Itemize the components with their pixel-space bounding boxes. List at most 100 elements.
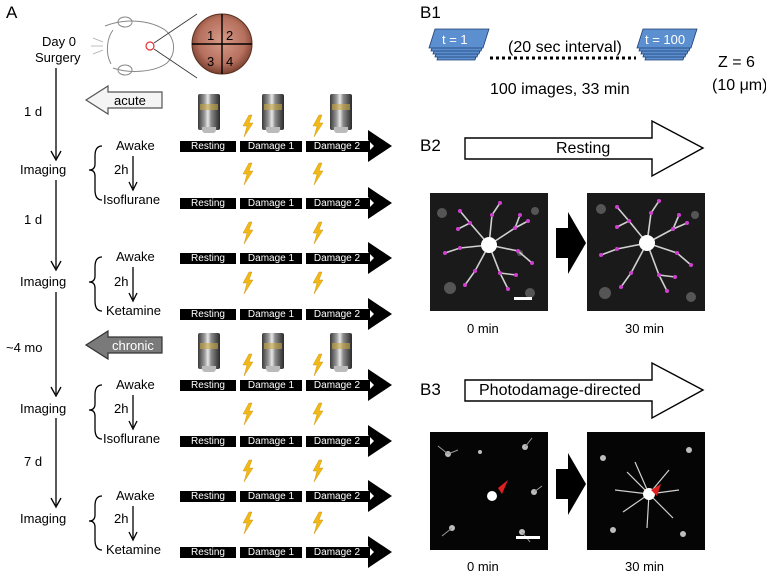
panel-label-a: A — [6, 3, 18, 22]
segment-damage1: Damage 1 — [247, 547, 295, 558]
ketamine-label-2: Ketamine — [106, 542, 161, 557]
two-h-label-1: 2h — [114, 162, 129, 177]
segment-damage2: Damage 2 — [313, 141, 361, 152]
quadrant-4: 4 — [226, 54, 234, 69]
imaging-label-1: Imaging — [20, 162, 67, 177]
protocol-bar: Resting Damage 1 Damage 2 — [180, 198, 370, 209]
quadrant-2: 2 — [226, 28, 234, 43]
protocol-bar: Resting Damage 1 Damage 2 — [180, 436, 370, 447]
mouse-head-illustration — [91, 13, 198, 79]
b2-transition-arrow — [556, 212, 586, 274]
segment-resting: Resting — [191, 253, 225, 264]
segment-resting: Resting — [191, 491, 225, 502]
segment-damage1: Damage 1 — [247, 141, 295, 152]
segment-damage2: Damage 2 — [313, 380, 361, 391]
photodamage-image-0min — [430, 432, 548, 550]
microglia-image-30min — [587, 193, 705, 311]
stack-last-label: t = 100 — [645, 32, 686, 47]
interval-1d-second: 1 d — [24, 212, 43, 227]
b3-arrow-label: Photodamage-directed — [479, 382, 641, 399]
objective-lens-icon — [198, 94, 220, 133]
segment-damage1: Damage 1 — [247, 309, 295, 320]
segment-damage1: Damage 1 — [247, 436, 295, 447]
imaging-label-4: Imaging — [20, 511, 67, 526]
awake-label-3: Awake — [116, 377, 155, 392]
b1-z-spacing: (10 μm) — [712, 77, 766, 94]
interval-1d-first: 1 d — [24, 104, 43, 119]
segment-resting: Resting — [191, 436, 225, 447]
protocol-bar: Resting Damage 1 Damage 2 — [180, 309, 370, 320]
objective-lens-icon — [330, 94, 352, 133]
segment-resting: Resting — [191, 309, 225, 320]
b2-time-start: 0 min — [467, 321, 499, 336]
image-stack-first — [428, 28, 490, 61]
cranial-window-icon — [191, 13, 253, 75]
surgery-label: Surgery — [35, 50, 81, 65]
protocol-bar: Resting Damage 1 Damage 2 — [180, 491, 370, 502]
segment-resting: Resting — [191, 380, 225, 391]
segment-damage2: Damage 2 — [313, 309, 361, 320]
chronic-arrow — [84, 329, 163, 361]
b3-time-end: 30 min — [625, 559, 665, 574]
segment-damage2: Damage 2 — [313, 436, 361, 447]
segment-resting: Resting — [191, 141, 225, 152]
segment-damage2: Damage 2 — [313, 253, 361, 264]
b1-image-count: 100 images, 33 min — [490, 81, 630, 98]
isoflurane-label-1: Isoflurane — [103, 192, 161, 207]
b2-time-end: 30 min — [625, 321, 665, 336]
segment-damage1: Damage 1 — [247, 491, 295, 502]
quadrant-1: 1 — [207, 28, 215, 43]
protocol-bar: Resting Damage 1 Damage 2 — [180, 141, 370, 152]
objective-lens-icon — [262, 94, 284, 133]
imaging-label-3: Imaging — [20, 401, 67, 416]
microglia-image-0min — [430, 193, 548, 311]
awake-label-2: Awake — [116, 249, 155, 264]
ketamine-label-1: Ketamine — [106, 303, 161, 318]
quadrant-3: 3 — [207, 54, 215, 69]
interval-4mo: ~4 mo — [6, 340, 43, 355]
photodamage-block-arrow — [464, 361, 705, 420]
segment-damage2: Damage 2 — [313, 547, 361, 558]
b1-z-steps: Z = 6 — [718, 54, 755, 71]
damage-marker-icon — [651, 484, 661, 496]
segment-damage2: Damage 2 — [313, 491, 361, 502]
two-h-label-2: 2h — [114, 274, 129, 289]
isoflurane-label-2: Isoflurane — [103, 431, 161, 446]
acute-label: acute — [114, 93, 146, 108]
segment-resting: Resting — [191, 547, 225, 558]
panel-label-b2: B2 — [420, 136, 441, 155]
segment-damage1: Damage 1 — [247, 253, 295, 264]
segment-damage1: Damage 1 — [247, 198, 295, 209]
b3-transition-arrow — [556, 453, 586, 515]
objective-lens-icon — [262, 333, 284, 372]
b1-interval: (20 sec interval) — [508, 39, 622, 56]
acute-arrow — [84, 84, 163, 116]
b3-time-start: 0 min — [467, 559, 499, 574]
imaging-label-2: Imaging — [20, 274, 67, 289]
resting-block-arrow — [464, 119, 705, 178]
awake-label-4: Awake — [116, 488, 155, 503]
objective-lens-icon — [198, 333, 220, 372]
protocol-bar: Resting Damage 1 Damage 2 — [180, 253, 370, 264]
objective-lens-icon — [330, 333, 352, 372]
damage-marker-icon — [498, 480, 508, 494]
b2-arrow-label: Resting — [556, 140, 611, 157]
photodamage-image-30min — [587, 432, 705, 550]
protocol-bar: Resting Damage 1 Damage 2 — [180, 380, 370, 391]
panel-label-b1: B1 — [420, 3, 441, 22]
segment-damage1: Damage 1 — [247, 380, 295, 391]
interval-7d: 7 d — [24, 454, 43, 469]
chronic-label: chronic — [112, 338, 154, 353]
protocol-bar: Resting Damage 1 Damage 2 — [180, 547, 370, 558]
segment-damage2: Damage 2 — [313, 198, 361, 209]
panel-label-b3: B3 — [420, 380, 441, 399]
two-h-label-3: 2h — [114, 401, 129, 416]
stack-first-label: t = 1 — [442, 32, 468, 47]
two-h-label-4: 2h — [114, 511, 129, 526]
awake-label-1: Awake — [116, 138, 155, 153]
image-stack-last — [636, 28, 698, 61]
